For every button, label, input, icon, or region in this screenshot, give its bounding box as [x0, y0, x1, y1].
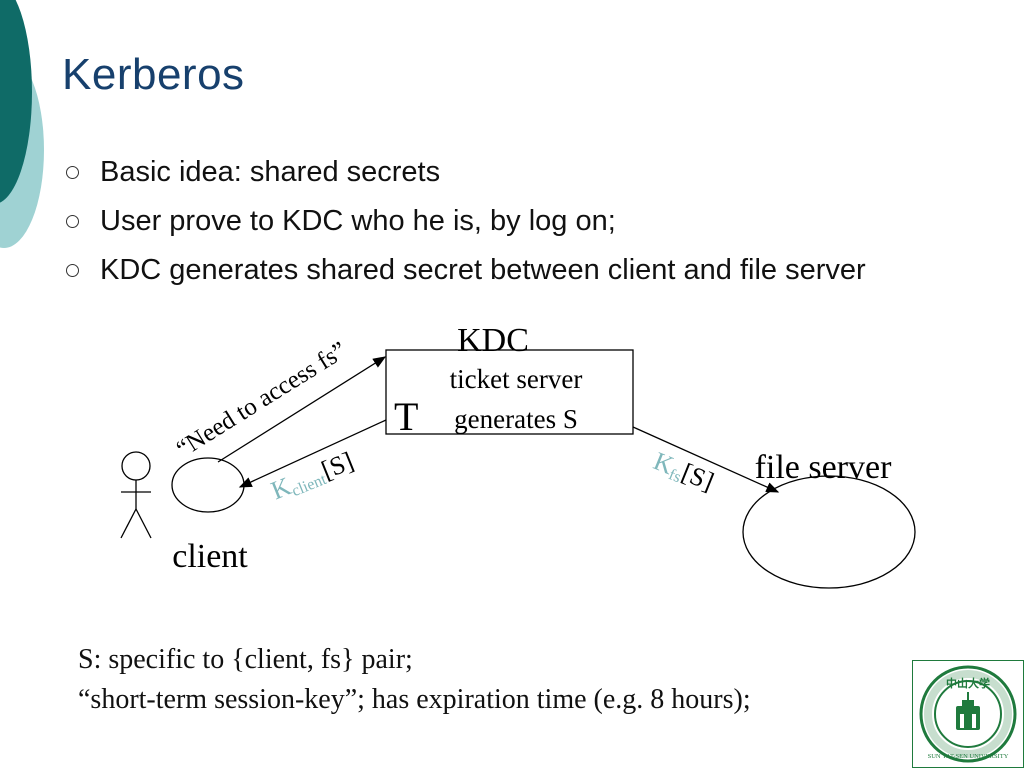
kdc-line1: ticket server	[450, 364, 583, 394]
logo-text-top: 中山大学	[946, 676, 990, 690]
decorative-shape	[0, 0, 44, 248]
svg-text:Kfs[S]: Kfs[S]	[649, 446, 718, 498]
request-arrow	[217, 356, 387, 463]
logo-text-ring: SUN YAT-SEN UNIVERSITY	[928, 753, 1009, 760]
bullet-circle-icon	[66, 166, 79, 179]
client-node	[171, 457, 245, 513]
kdc-box	[385, 349, 634, 435]
file-server-label: file server	[755, 449, 893, 486]
note-text: S: specific to {client, fs} pair; “short…	[78, 640, 751, 720]
bullet-text: Basic idea: shared secrets	[100, 156, 441, 188]
fs-key-bracket: [S]	[678, 458, 718, 497]
kdc-line2: generates S	[454, 404, 578, 434]
ticket-label: T	[394, 394, 418, 439]
deco-dark-ellipse	[0, 0, 32, 203]
kerberos-diagram: KDC ticket server generates S T client f…	[120, 322, 916, 589]
university-logo: 中山大学 SUN YAT-SEN UNIVERSITY	[912, 660, 1024, 768]
client-key-label: Kclient[S]	[267, 446, 358, 507]
bullet-item: User prove to KDC who he is, by log on;	[62, 201, 866, 250]
request-label: “Need to access fs”	[172, 337, 352, 463]
bullet-text: User prove to KDC who he is, by log on;	[100, 205, 616, 237]
bullet-item: KDC generates shared secret between clie…	[62, 250, 866, 299]
client-key-arrow	[238, 419, 387, 488]
client-label: client	[172, 538, 248, 575]
bullet-circle-icon	[66, 215, 79, 228]
bullet-list: Basic idea: shared secrets User prove to…	[62, 152, 866, 299]
note-line1: S: specific to {client, fs} pair;	[78, 644, 413, 675]
kdc-label: KDC	[457, 322, 529, 359]
bullet-text: KDC generates shared secret between clie…	[100, 254, 866, 286]
fs-key-arrow	[632, 426, 780, 493]
user-stick-figure-icon	[120, 451, 152, 539]
bullet-item: Basic idea: shared secrets	[62, 152, 866, 201]
fs-key-label: Kfs[S]	[649, 446, 718, 498]
note-line2: “short-term session-key”; has expiration…	[78, 684, 751, 715]
file-server-node	[742, 475, 916, 589]
bullet-circle-icon	[66, 264, 79, 277]
svg-text:Kclient[S]: Kclient[S]	[267, 446, 358, 507]
slide-title: Kerberos	[62, 50, 245, 99]
